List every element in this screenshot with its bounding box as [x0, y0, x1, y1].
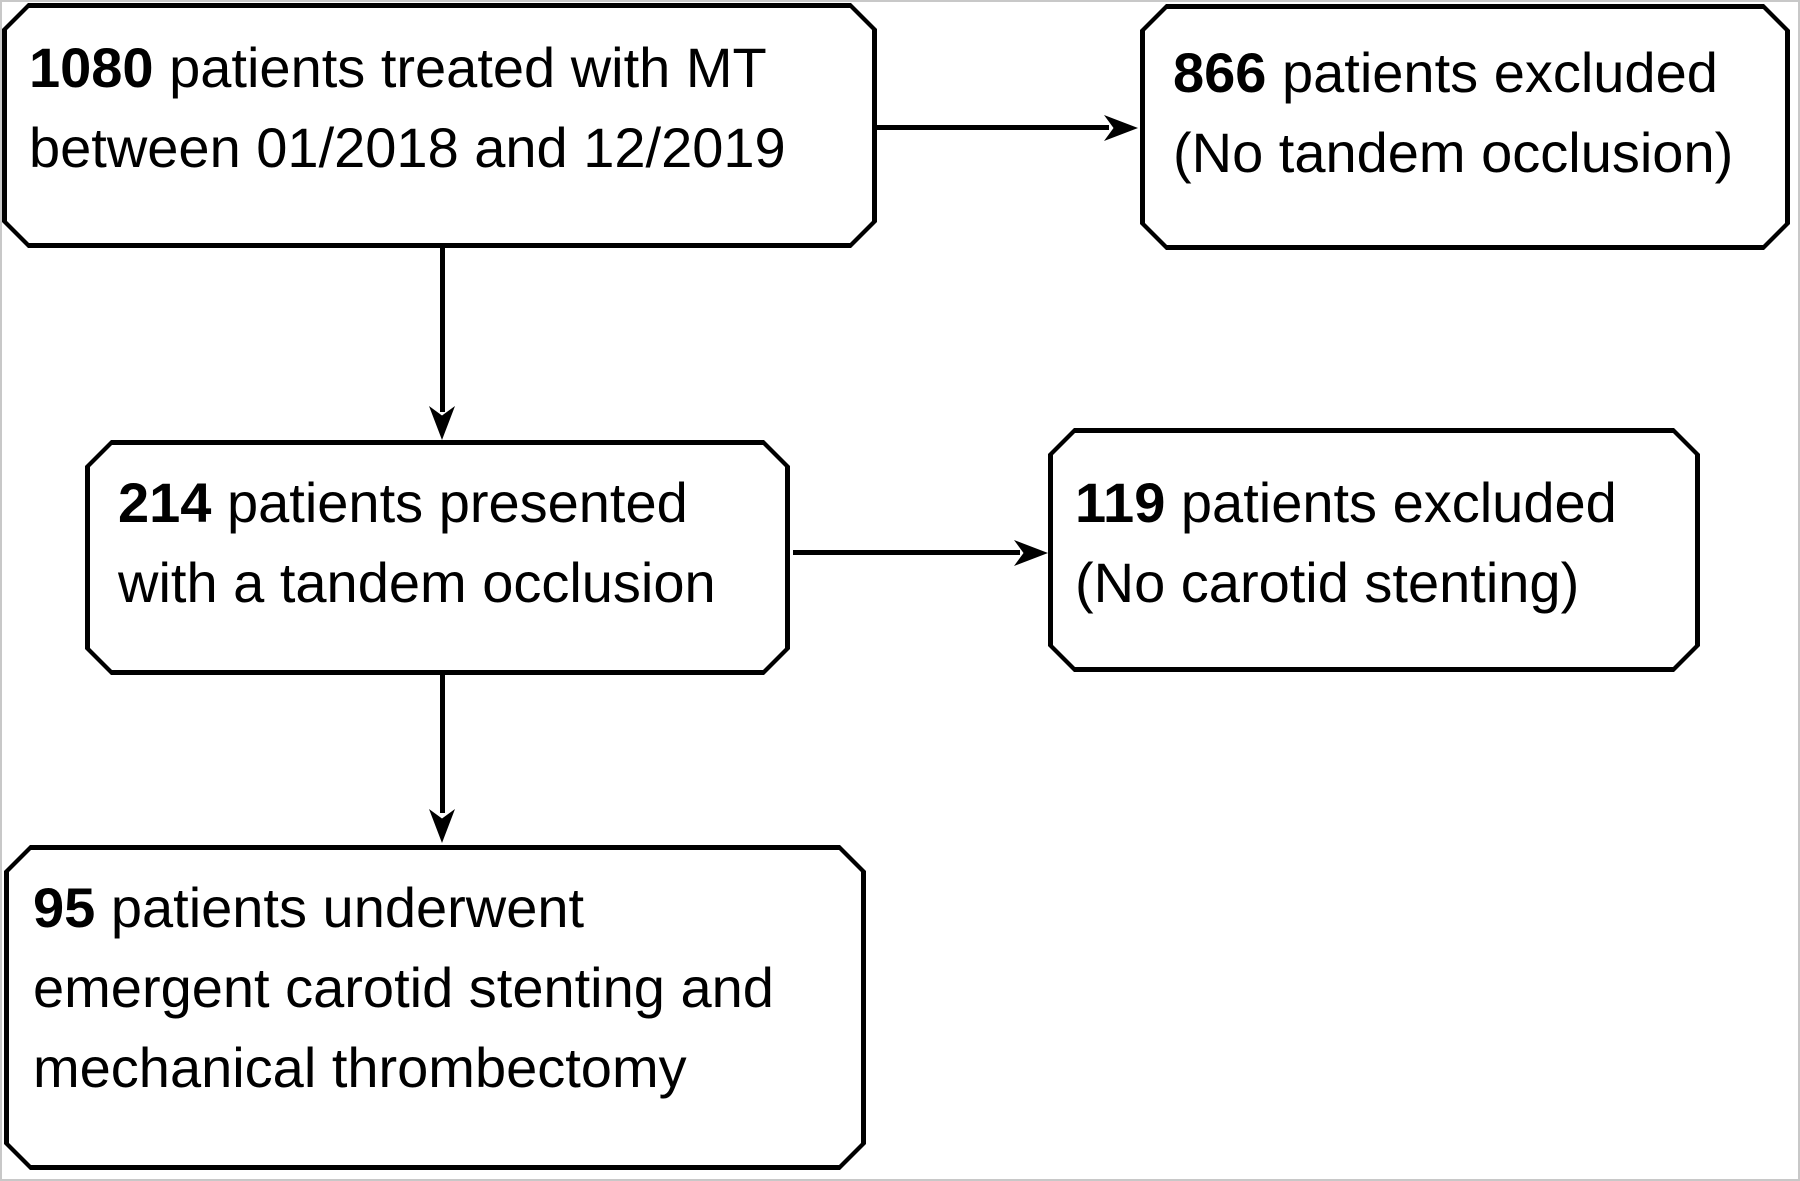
node-excluded-no-tandem: 866 patients excluded (No tandem occlusi… [1140, 4, 1790, 250]
arrow-treated-to-excluded-line [877, 125, 1109, 130]
node-tandem-occlusion: 214 patients presented with a tandem occ… [85, 440, 790, 675]
node-stenting-thrombectomy-text: 95 patients underwent emergent carotid s… [9, 850, 861, 1108]
node-excluded-no-tandem-text: 866 patients excluded (No tandem occlusi… [1145, 9, 1785, 193]
text-line: (No tandem occlusion) [1173, 121, 1734, 184]
text-line: 119 patients excluded [1075, 471, 1617, 534]
node-treated-mt-text: 1080 patients treated with MT between 01… [7, 8, 872, 188]
node-treated-mt-fill: 1080 patients treated with MT between 01… [7, 8, 872, 243]
text-line: 214 patients presented [118, 471, 688, 534]
arrow-tandem-to-excluded-line [793, 550, 1020, 555]
node-tandem-occlusion-text: 214 patients presented with a tandem occ… [90, 445, 785, 623]
node-treated-mt: 1080 patients treated with MT between 01… [2, 3, 877, 248]
node-excluded-no-stenting-text: 119 patients excluded (No carotid stenti… [1053, 433, 1695, 623]
arrow-treated-to-tandem-line [440, 246, 445, 412]
text-line: with a tandem occlusion [118, 551, 716, 614]
text-line: 866 patients excluded [1173, 41, 1718, 104]
text-line: 1080 patients treated with MT [29, 36, 767, 99]
node-tandem-occlusion-fill: 214 patients presented with a tandem occ… [90, 445, 785, 670]
text-line: between 01/2018 and 12/2019 [29, 116, 786, 179]
arrow-tandem-to-stenting-line [440, 673, 445, 813]
node-excluded-no-tandem-fill: 866 patients excluded (No tandem occlusi… [1145, 9, 1785, 245]
node-stenting-thrombectomy-fill: 95 patients underwent emergent carotid s… [9, 850, 861, 1165]
text-line: 95 patients underwent [33, 876, 585, 939]
node-stenting-thrombectomy: 95 patients underwent emergent carotid s… [4, 845, 866, 1170]
text-line: (No carotid stenting) [1075, 551, 1580, 614]
node-excluded-no-stenting-fill: 119 patients excluded (No carotid stenti… [1053, 433, 1695, 667]
node-excluded-no-stenting: 119 patients excluded (No carotid stenti… [1048, 428, 1700, 672]
text-line: mechanical thrombectomy [33, 1036, 687, 1099]
text-line: emergent carotid stenting and [33, 956, 774, 1019]
